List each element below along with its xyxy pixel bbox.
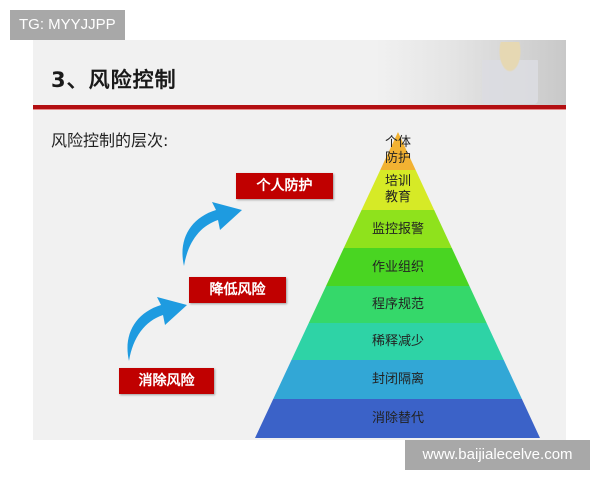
title-divider (33, 105, 566, 110)
risk-control-pyramid (255, 132, 540, 438)
step-reduce-risk: 降低风险 (189, 277, 286, 303)
header-photo (376, 40, 566, 105)
slide-title: 3、风险控制 (51, 68, 177, 92)
curved-arrow-icon (127, 297, 187, 361)
layer-work-organization: 作业组织 (371, 260, 424, 275)
step-personal-protection: 个人防护 (236, 173, 333, 199)
curved-arrow-icon (182, 202, 242, 266)
slide: 3、风险控制 风险控制的层次: 消除风险 降低风险 个人防护 个体 防护 (33, 40, 566, 440)
layer-elimination-substitution: 消除替代 (371, 411, 424, 426)
slide-subtitle: 风险控制的层次: (51, 131, 169, 150)
layer-dilution-reduction: 稀释减少 (371, 334, 424, 349)
layer-monitoring-alarm: 监控报警 (371, 222, 424, 237)
watermark-bottom: www.baijialecelve.com (405, 440, 590, 470)
person-photo (482, 42, 538, 104)
step-eliminate-risk: 消除风险 (119, 368, 214, 394)
watermark-top: TG: MYYJJPP (10, 10, 125, 40)
layer-procedures: 程序规范 (371, 297, 424, 312)
layer-personal-protection: 个体 防护 (384, 135, 411, 166)
layer-enclosure-isolation: 封闭隔离 (371, 372, 424, 387)
layer-training-education: 培训 教育 (384, 174, 411, 205)
